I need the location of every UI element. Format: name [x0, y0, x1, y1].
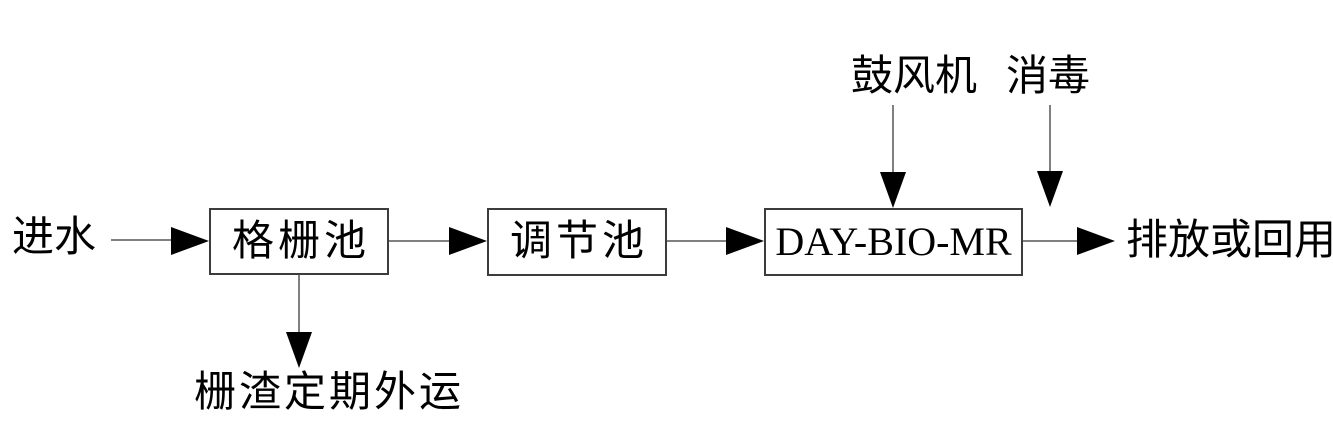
label-disinfection: 消毒 — [1006, 54, 1091, 100]
node-grid-tank-label: 格栅池 — [231, 218, 370, 265]
label-inlet-water: 进水 — [12, 215, 97, 261]
arrowhead-grid-to-residue — [286, 332, 312, 368]
node-regulating-tank-label: 调节池 — [509, 219, 648, 265]
node-regulating-tank: 调节池 — [487, 208, 667, 276]
label-screen-residue-removal: 栅渣定期外运 — [194, 370, 465, 416]
node-day-bio-mr-label: DAY-BIO-MR — [775, 219, 1012, 264]
arrowhead-daybio-to-outlet — [1077, 227, 1115, 255]
node-day-bio-mr: DAY-BIO-MR — [764, 208, 1023, 276]
label-discharge-or-reuse: 排放或回用 — [1126, 218, 1333, 264]
arrowhead-grid-to-regulating — [449, 227, 487, 255]
label-blower: 鼓风机 — [851, 54, 978, 100]
arrowhead-regulating-to-daybio — [726, 227, 764, 255]
node-grid-tank: 格栅池 — [209, 208, 389, 275]
arrowhead-blower-down — [880, 172, 906, 208]
arrowhead-inlet-to-grid — [171, 227, 209, 255]
arrowhead-disinfection-down — [1037, 171, 1063, 207]
